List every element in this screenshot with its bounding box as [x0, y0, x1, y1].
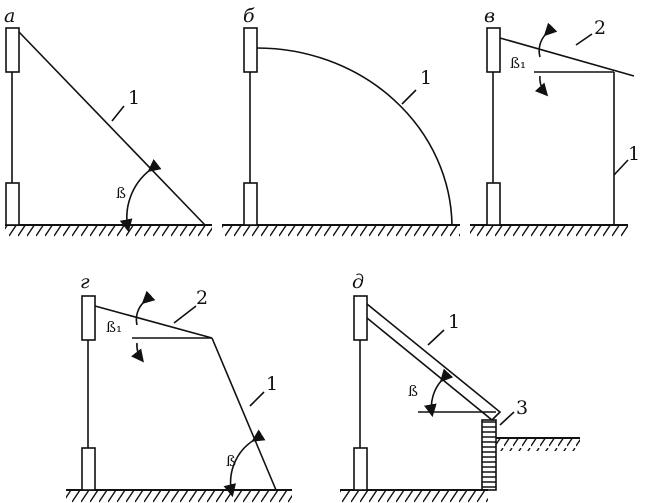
panel-b-letter: б [243, 5, 255, 27]
panel-v-roof-2 [499, 37, 635, 77]
panel-g-roof-2 [94, 305, 213, 339]
panel-d-letter: д [352, 271, 364, 293]
panel-g-wall-1 [211, 337, 277, 491]
panel-a-label-1: 1 [128, 87, 140, 109]
panel-v-label-1: 1 [628, 143, 640, 165]
panel-d-label-3: 3 [516, 397, 528, 419]
panel-a-letter: а [4, 5, 15, 27]
panel-b [222, 27, 460, 238]
panel-v [470, 22, 635, 238]
panel-a-sheet-1 [18, 31, 206, 226]
panel-g-letter: г [80, 271, 90, 293]
panel-d-roof-1 [366, 303, 502, 422]
panel-g-angle2: ß [226, 452, 236, 470]
panel-b-label-1: 1 [420, 67, 432, 89]
panel-a-angle: ß [116, 184, 126, 202]
panel-d-label-1: 1 [448, 311, 460, 333]
panel-d-brick-3 [481, 419, 497, 491]
panel-g [66, 290, 292, 503]
panel-d-angle: ß [408, 382, 418, 400]
panel-b-sheet-1 [256, 47, 453, 226]
panel-g-label-1: 1 [266, 373, 278, 395]
panel-a [5, 27, 212, 238]
panel-v-label-2: 2 [594, 17, 606, 39]
panel-a-angle-arc [119, 159, 162, 233]
panel-g-label-2: 2 [196, 287, 208, 309]
labels: а 1 ß б 1 в 2 1 ß₁ г 2 1 ß₁ ß д 1 3 ß [4, 5, 640, 470]
panel-g-angle1: ß₁ [106, 318, 122, 336]
panel-v-angle: ß₁ [510, 54, 526, 72]
panel-d [340, 295, 580, 503]
panel-v-letter: в [484, 5, 495, 27]
